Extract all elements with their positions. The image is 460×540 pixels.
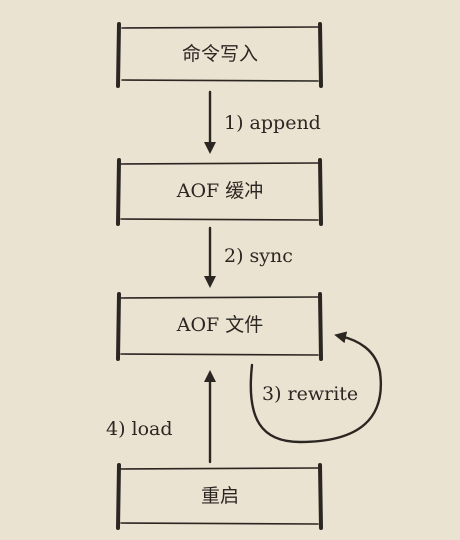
aof-file-label: AOF 文件 bbox=[176, 314, 264, 336]
restart-box bbox=[116, 463, 323, 530]
restart-label: 重启 bbox=[200, 485, 239, 507]
command-write-box bbox=[116, 22, 323, 88]
aof-buffer-label: AOF 缓冲 bbox=[176, 180, 264, 202]
rewrite-label: 3) rewrite bbox=[262, 383, 359, 405]
rewrite-arrow bbox=[249, 331, 383, 444]
aof-buffer-box bbox=[116, 158, 323, 226]
append-label: 1) append bbox=[224, 112, 321, 134]
command-write-label: 命令写入 bbox=[181, 43, 258, 65]
load-label: 4) load bbox=[106, 418, 173, 440]
sync-label: 2) sync bbox=[224, 245, 293, 267]
aof-file-box bbox=[116, 292, 323, 361]
